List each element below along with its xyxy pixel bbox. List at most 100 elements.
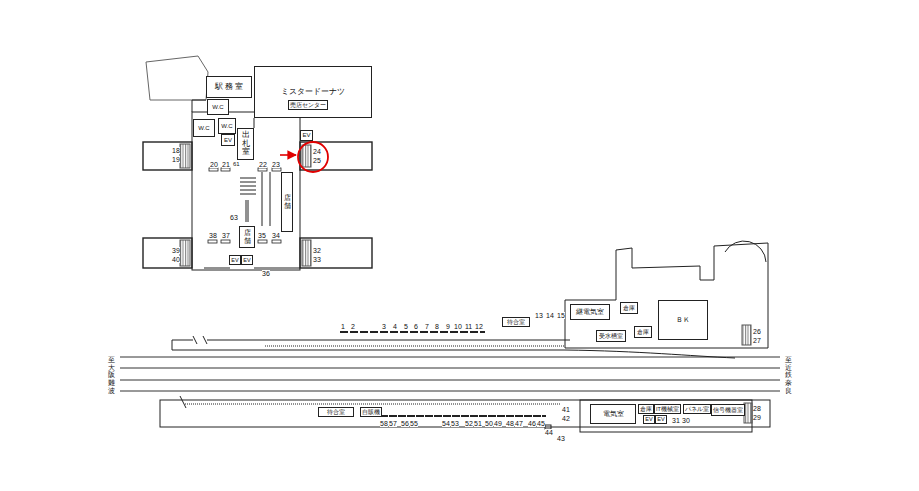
room-name: EV (224, 137, 232, 144)
highlight-marker (298, 142, 328, 172)
concourse-plan (302, 145, 311, 167)
room-name: W.C (198, 125, 209, 132)
room-box: 受水槽室 (596, 330, 626, 342)
room-name: 店舗 (284, 194, 291, 209)
callout-number: 6 (414, 323, 418, 330)
callout-number: 40 (172, 256, 180, 263)
concourse-plan (192, 112, 300, 270)
room-name: W.C (212, 104, 223, 111)
room-box: EV (643, 415, 655, 424)
railway-track (120, 357, 780, 358)
room-box: 倉庫 (620, 302, 638, 314)
platform (172, 336, 570, 344)
callout-number: 54 (442, 420, 450, 427)
callout-number: 51 (474, 420, 482, 427)
callout-number: 33 (313, 256, 321, 263)
room-name: EV (231, 257, 238, 263)
callout-number: 3 (382, 323, 386, 330)
room-name: 倉庫 (640, 406, 652, 412)
callout-number: 25 (313, 157, 321, 164)
platform (185, 404, 560, 405)
callout-number: 48 (506, 420, 514, 427)
platform (340, 331, 485, 333)
bench-mark (209, 168, 218, 171)
callout-number: 19 (172, 156, 180, 163)
bench-mark (258, 168, 267, 171)
callout-number: 61 (233, 161, 240, 167)
room-name: パネル室 (685, 406, 709, 412)
callout-number: 41 (562, 406, 570, 413)
concourse-plan (192, 100, 206, 112)
platform (160, 400, 770, 427)
callout-number: 30 (682, 417, 690, 424)
concourse-plan (180, 144, 190, 168)
room-name: 倉庫 (637, 329, 649, 336)
callout-number: 56 (401, 420, 409, 427)
room-box: EV (655, 415, 667, 424)
room-name: 倉庫 (623, 305, 635, 312)
room-name: 自販機 (362, 409, 380, 416)
highlight-marker (280, 154, 296, 156)
concourse-plan (143, 142, 192, 170)
station-building (565, 241, 768, 432)
concourse-plan (204, 268, 300, 269)
room-box: 倉庫 (634, 326, 652, 338)
railway-track (120, 357, 780, 391)
room-box: EV (241, 255, 253, 265)
bench-mark (272, 240, 281, 243)
room-name: 待合室 (327, 409, 345, 416)
concourse-plan (246, 200, 248, 222)
room-box: W.C (207, 99, 229, 115)
callout-number: 22 (259, 161, 267, 168)
room-box: W.C (193, 119, 215, 137)
station-building (744, 403, 752, 423)
room-name: EV (302, 132, 310, 139)
direction-label: 至大阪難波 (108, 356, 115, 394)
callout-number: 11 (465, 323, 472, 330)
room-name: EV (645, 416, 652, 422)
callout-number: 21 (222, 161, 230, 168)
room-box: 電気室 (590, 404, 636, 424)
concourse-plan (180, 240, 190, 266)
callout-number: 31 (672, 417, 680, 424)
room-box: EV (221, 134, 235, 146)
room-box: EV (229, 255, 241, 265)
callout-number: 47 (515, 420, 523, 427)
room-box: 待合室 (502, 317, 530, 327)
callout-number: 2 (351, 323, 355, 330)
callout-number: 53 (451, 420, 459, 427)
room-box: W.C (218, 118, 236, 134)
callout-number: 32 (313, 247, 321, 254)
callout-number: 50 (485, 420, 493, 427)
bench-mark (258, 240, 267, 243)
callout-number: 4 (393, 323, 397, 330)
concourse-plan (143, 238, 192, 268)
platform (265, 346, 565, 347)
room-box: EV (300, 130, 313, 141)
room-name: 駅 務 室 (215, 83, 243, 92)
callout-number: 18 (172, 147, 180, 154)
room-name: W.C (221, 123, 232, 130)
railway-track (120, 380, 780, 381)
callout-number: 26 (753, 328, 761, 335)
station-building (565, 243, 768, 348)
room-name: 待合室 (507, 319, 525, 326)
room-name: ＢＫ (676, 316, 690, 324)
room-name: 受水槽室 (599, 333, 623, 340)
railway-track (120, 368, 780, 369)
room-name: 出札室 (242, 131, 250, 157)
room-box: 売店センター (288, 100, 328, 110)
callout-number: 7 (425, 323, 429, 330)
callout-number: 35 (258, 232, 266, 239)
concourse-plan (302, 240, 311, 266)
room-name: IT機械室 (656, 406, 679, 412)
callout-number: 9 (446, 323, 450, 330)
direction-label: 至近鉄奈良 (785, 356, 792, 394)
platform (172, 340, 173, 350)
concourse-plan (254, 118, 270, 226)
callout-number: 55 (410, 420, 418, 427)
callout-number: 49 (494, 420, 502, 427)
room-name: 売店センター (290, 102, 326, 108)
platform (380, 415, 546, 417)
